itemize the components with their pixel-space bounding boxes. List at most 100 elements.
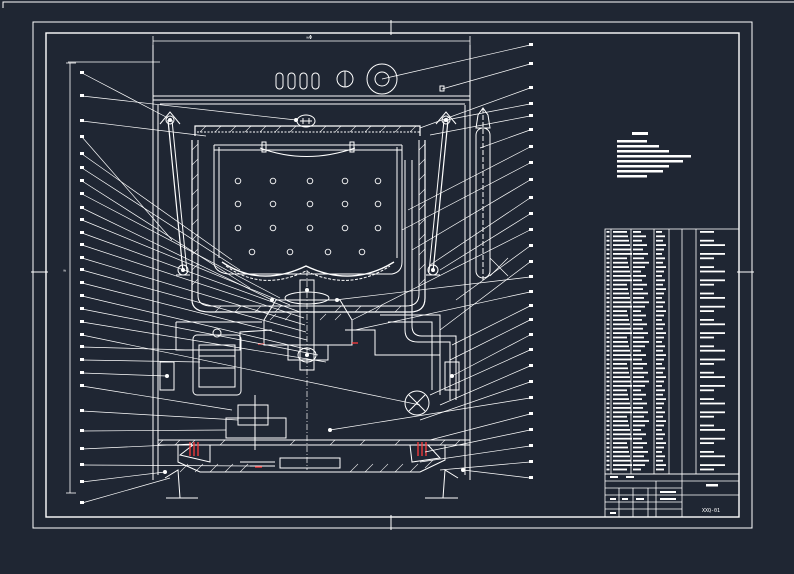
parts-list-cell [606, 367, 610, 370]
parts-list-table [604, 228, 740, 475]
parts-list-cell [606, 354, 610, 356]
parts-list-cell [613, 393, 628, 396]
parts-list-cell [613, 349, 630, 352]
parts-list-cell [656, 376, 666, 378]
parts-list-cell [613, 398, 629, 400]
parts-list-cell [633, 398, 642, 400]
parts-list-cell [656, 239, 663, 242]
parts-list-cell [613, 253, 632, 255]
parts-list-cell [633, 411, 648, 414]
parts-list-cell [613, 446, 628, 449]
parts-list-note-cell [700, 336, 714, 339]
parts-list-cell [613, 442, 627, 444]
parts-list-cell [633, 385, 645, 387]
parts-list-cell [633, 305, 645, 308]
parts-list-cell [606, 363, 610, 365]
parts-list-note-cell [700, 297, 725, 299]
parts-list-cell [633, 270, 641, 273]
parts-list-cell [606, 327, 610, 330]
parts-list-cell [613, 301, 631, 304]
parts-list-cell [656, 266, 666, 268]
parts-list-note-cell [700, 266, 714, 268]
parts-list-cell [606, 376, 610, 378]
parts-list-cell [633, 380, 649, 383]
parts-list-cell [633, 261, 649, 264]
parts-list-cell [656, 433, 665, 436]
section-hatching [157, 125, 461, 473]
parts-list-note-cell [700, 468, 714, 471]
parts-list-cell [606, 283, 610, 286]
parts-list-cell [613, 455, 630, 458]
parts-list-cell [656, 429, 662, 431]
parts-list-cell [633, 363, 647, 365]
parts-list-cell [633, 446, 643, 449]
parts-list-note-cell [700, 415, 714, 418]
parts-list-note-cell [700, 345, 714, 348]
parts-list-cell [606, 464, 610, 466]
parts-list-cell [656, 437, 663, 440]
parts-list-cell [656, 402, 664, 405]
parts-list-note-cell [700, 323, 725, 326]
parts-list-cell [606, 345, 610, 348]
parts-list-cell [656, 349, 663, 352]
parts-list-cell [606, 231, 610, 233]
parts-list-cell [633, 319, 642, 321]
parts-list-cell [656, 341, 662, 343]
parts-list-cell [613, 358, 632, 361]
parts-list-cell [606, 253, 610, 255]
parts-list-cell [606, 310, 610, 312]
parts-list-cell [633, 341, 649, 343]
parts-list-cell [613, 323, 630, 326]
parts-list-cell [633, 371, 648, 374]
parts-list-note-cell [700, 332, 725, 334]
parts-list-cell [606, 402, 610, 405]
parts-list-cell [606, 380, 610, 383]
parts-list-cell [613, 244, 630, 246]
parts-list-cell [613, 402, 630, 405]
title-block-marks [610, 476, 718, 514]
dimension-width-label: ≈Φ [306, 35, 312, 41]
parts-list-cell [613, 336, 627, 339]
dimension-height-label: ≈ [63, 268, 66, 274]
parts-list-note-cell [700, 270, 725, 273]
parts-list-cell [613, 363, 627, 365]
parts-list-cell [613, 275, 631, 277]
parts-list-cell [613, 389, 627, 392]
parts-list-cell [656, 270, 664, 273]
basket-holes [234, 177, 382, 256]
parts-list-note-cell [700, 358, 725, 361]
parts-list-cell [606, 257, 610, 260]
parts-list-cell [633, 301, 649, 304]
parts-list-cell [633, 442, 647, 444]
parts-list-cell [613, 283, 627, 286]
parts-list-cell [656, 393, 663, 396]
parts-list-cell [656, 310, 666, 312]
parts-list-cell [656, 371, 663, 374]
parts-list-cell [656, 261, 663, 264]
parts-list-cell [606, 424, 610, 427]
parts-list-cell [613, 376, 630, 378]
parts-list-cell [656, 257, 665, 260]
parts-list-cell [606, 437, 610, 440]
parts-list-cell [656, 468, 664, 471]
parts-list-cell [613, 248, 631, 251]
parts-list-cell [633, 393, 646, 396]
parts-list-cell [656, 292, 664, 295]
parts-list-cell [606, 459, 610, 462]
parts-list-cell [656, 415, 663, 418]
parts-list-note-cell [700, 451, 714, 453]
parts-list-cell [633, 402, 647, 405]
parts-list-cell [656, 420, 666, 422]
parts-list-cell [656, 446, 664, 449]
parts-list-note-cell [700, 349, 725, 352]
parts-list-cell [656, 336, 664, 339]
parts-list-cell [656, 305, 663, 308]
parts-list-cell [606, 358, 610, 361]
parts-list-cell [656, 363, 662, 365]
parts-list-cell [606, 407, 610, 409]
control-panel-knobs [275, 63, 445, 95]
parts-list-cell [656, 288, 666, 290]
parts-list-cell [613, 345, 629, 348]
parts-list-cell [633, 323, 647, 326]
parts-list-cell [613, 380, 631, 383]
